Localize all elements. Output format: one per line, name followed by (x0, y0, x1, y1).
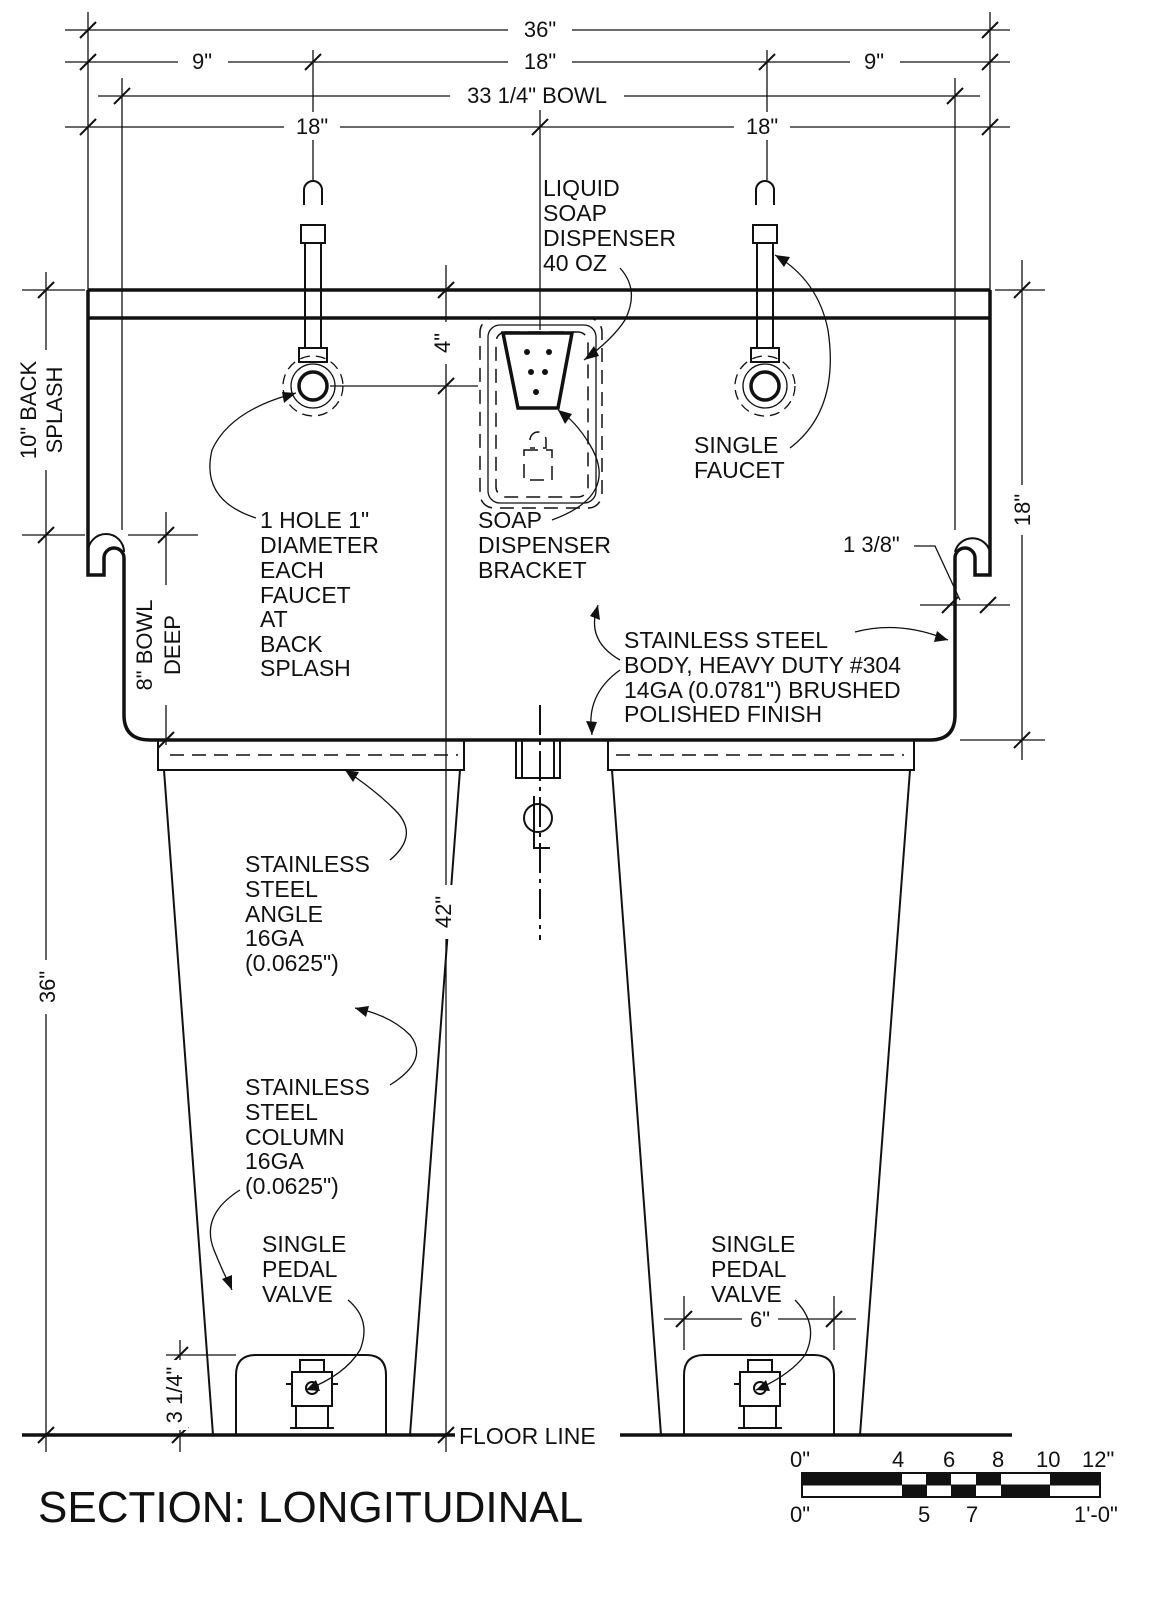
svg-text:STAINLESS: STAINLESS (245, 851, 370, 877)
svg-text:DIAMETER: DIAMETER (260, 532, 379, 558)
dim-center-span: 18" (524, 49, 556, 74)
floor-line-label: FLOOR LINE (459, 1423, 596, 1449)
svg-text:12": 12" (1082, 1447, 1114, 1472)
svg-text:POLISHED FINISH: POLISHED FINISH (624, 701, 822, 727)
callout-body: STAINLESS STEEL BODY, HEAVY DUTY #304 14… (586, 604, 949, 736)
callout-column: STAINLESS STEEL COLUMN 16GA (0.0625") (209, 1006, 418, 1291)
sink-body (86, 288, 992, 940)
drawing-title: SECTION: LONGITUDINAL (38, 1483, 583, 1532)
dim-bowl-depth-2: DEEP (160, 615, 185, 675)
floor-line: FLOOR LINE (22, 1423, 1012, 1449)
svg-text:STEEL: STEEL (245, 1099, 318, 1125)
dim-bowl-width: 33 1/4" BOWL (467, 83, 607, 108)
center-dimensions: 4" 42" (330, 265, 478, 1452)
svg-text:FAUCET: FAUCET (694, 457, 785, 483)
svg-text:STAINLESS: STAINLESS (245, 1074, 370, 1100)
svg-text:1'-0": 1'-0" (1074, 1502, 1118, 1527)
svg-text:STEEL: STEEL (245, 876, 318, 902)
dim-toe-height: 3 1/4" (162, 1367, 187, 1424)
svg-text:14GA (0.0781") BRUSHED: 14GA (0.0781") BRUSHED (624, 677, 901, 703)
svg-text:4: 4 (892, 1447, 904, 1472)
soap-dispenser (479, 317, 603, 509)
dim-back-splash: 10" BACK (16, 361, 41, 460)
callout-liquid-soap: LIQUID SOAP DISPENSER 40 OZ (543, 175, 676, 361)
dim-overall-width: 36" (524, 17, 556, 42)
svg-text:0": 0" (790, 1502, 810, 1527)
dim-floor-height: 36" (35, 971, 60, 1003)
svg-text:LIQUID: LIQUID (543, 175, 620, 201)
svg-text:BACK: BACK (260, 631, 323, 657)
svg-text:ANGLE: ANGLE (245, 901, 323, 927)
svg-text:10: 10 (1036, 1447, 1060, 1472)
dim-faucet-span-left: 18" (296, 114, 328, 139)
callout-pedal-right: SINGLE PEDAL VALVE (711, 1231, 812, 1391)
svg-text:PEDAL: PEDAL (262, 1256, 338, 1282)
svg-text:BODY, HEAVY DUTY #304: BODY, HEAVY DUTY #304 (624, 652, 901, 678)
svg-text:FAUCET: FAUCET (260, 582, 351, 608)
callout-hole: 1 HOLE 1" DIAMETER EACH FAUCET AT BACK S… (209, 392, 379, 681)
svg-text:PEDAL: PEDAL (711, 1256, 787, 1282)
callout-single-faucet: SINGLE FAUCET (694, 254, 831, 483)
svg-text:SOAP: SOAP (478, 507, 542, 533)
dim-soap-offset: 4" (430, 333, 455, 353)
callout-pedal-left: SINGLE PEDAL VALVE (262, 1231, 365, 1391)
dim-total-height: 42" (431, 896, 456, 928)
svg-text:COLUMN: COLUMN (245, 1124, 345, 1150)
dim-pedal-width: 6" (750, 1307, 770, 1332)
dim-bowl-depth: 8" BOWL (132, 600, 157, 691)
leg-right (607, 739, 915, 1436)
svg-text:VALVE: VALVE (262, 1281, 333, 1307)
svg-text:STAINLESS STEEL: STAINLESS STEEL (624, 627, 828, 653)
svg-text:EACH: EACH (260, 557, 324, 583)
top-dimensions: 36" 9" 18" 9" 33 1/4" BOWL 18" 18" (65, 12, 1010, 530)
svg-text:SOAP: SOAP (543, 200, 607, 226)
svg-text:6: 6 (943, 1447, 955, 1472)
svg-text:0": 0" (790, 1447, 810, 1472)
svg-text:SPLASH: SPLASH (260, 655, 351, 681)
svg-text:8: 8 (992, 1447, 1004, 1472)
leg-left (157, 739, 465, 1436)
svg-text:AT: AT (260, 606, 288, 632)
dim-rim-radius: 1 3/8" (843, 532, 900, 557)
dim-right-height: 18" (1010, 494, 1035, 526)
scale-bar: 0" 4 6 8 10 12" 0" 5 7 1'-0" (790, 1447, 1118, 1527)
left-dimensions: 10" BACK SPLASH 36" 8" BOWL DEEP 3 1/4" (12, 272, 236, 1452)
faucet-left (282, 180, 344, 417)
right-dimensions: 18" 1 3/8" 6" (664, 260, 1045, 1350)
svg-text:VALVE: VALVE (711, 1281, 782, 1307)
pedal-valve-left (235, 1354, 387, 1435)
pedal-valve-right (683, 1354, 835, 1435)
svg-text:DISPENSER: DISPENSER (478, 532, 611, 558)
svg-text:SINGLE: SINGLE (262, 1231, 346, 1257)
svg-text:1 HOLE 1": 1 HOLE 1" (260, 507, 369, 533)
svg-text:16GA: 16GA (245, 1148, 304, 1174)
dim-left-offset: 9" (192, 49, 212, 74)
callout-angle: STAINLESS STEEL ANGLE 16GA (0.0625") (245, 769, 408, 976)
callout-soap-bracket: SOAP DISPENSER BRACKET (478, 409, 611, 583)
svg-text:(0.0625"): (0.0625") (245, 1173, 339, 1199)
centerline-symbol (523, 796, 553, 849)
dim-faucet-span-right: 18" (746, 114, 778, 139)
svg-text:DISPENSER: DISPENSER (543, 225, 676, 251)
faucet-right (734, 180, 796, 417)
svg-text:40 OZ: 40 OZ (543, 250, 607, 276)
svg-text:7: 7 (966, 1502, 978, 1527)
svg-text:SINGLE: SINGLE (711, 1231, 795, 1257)
svg-text:16GA: 16GA (245, 925, 304, 951)
svg-text:BRACKET: BRACKET (478, 557, 587, 583)
dim-back-splash-2: SPLASH (42, 367, 67, 454)
svg-text:(0.0625"): (0.0625") (245, 950, 339, 976)
svg-text:SINGLE: SINGLE (694, 432, 778, 458)
dim-right-offset: 9" (864, 49, 884, 74)
svg-text:5: 5 (918, 1502, 930, 1527)
